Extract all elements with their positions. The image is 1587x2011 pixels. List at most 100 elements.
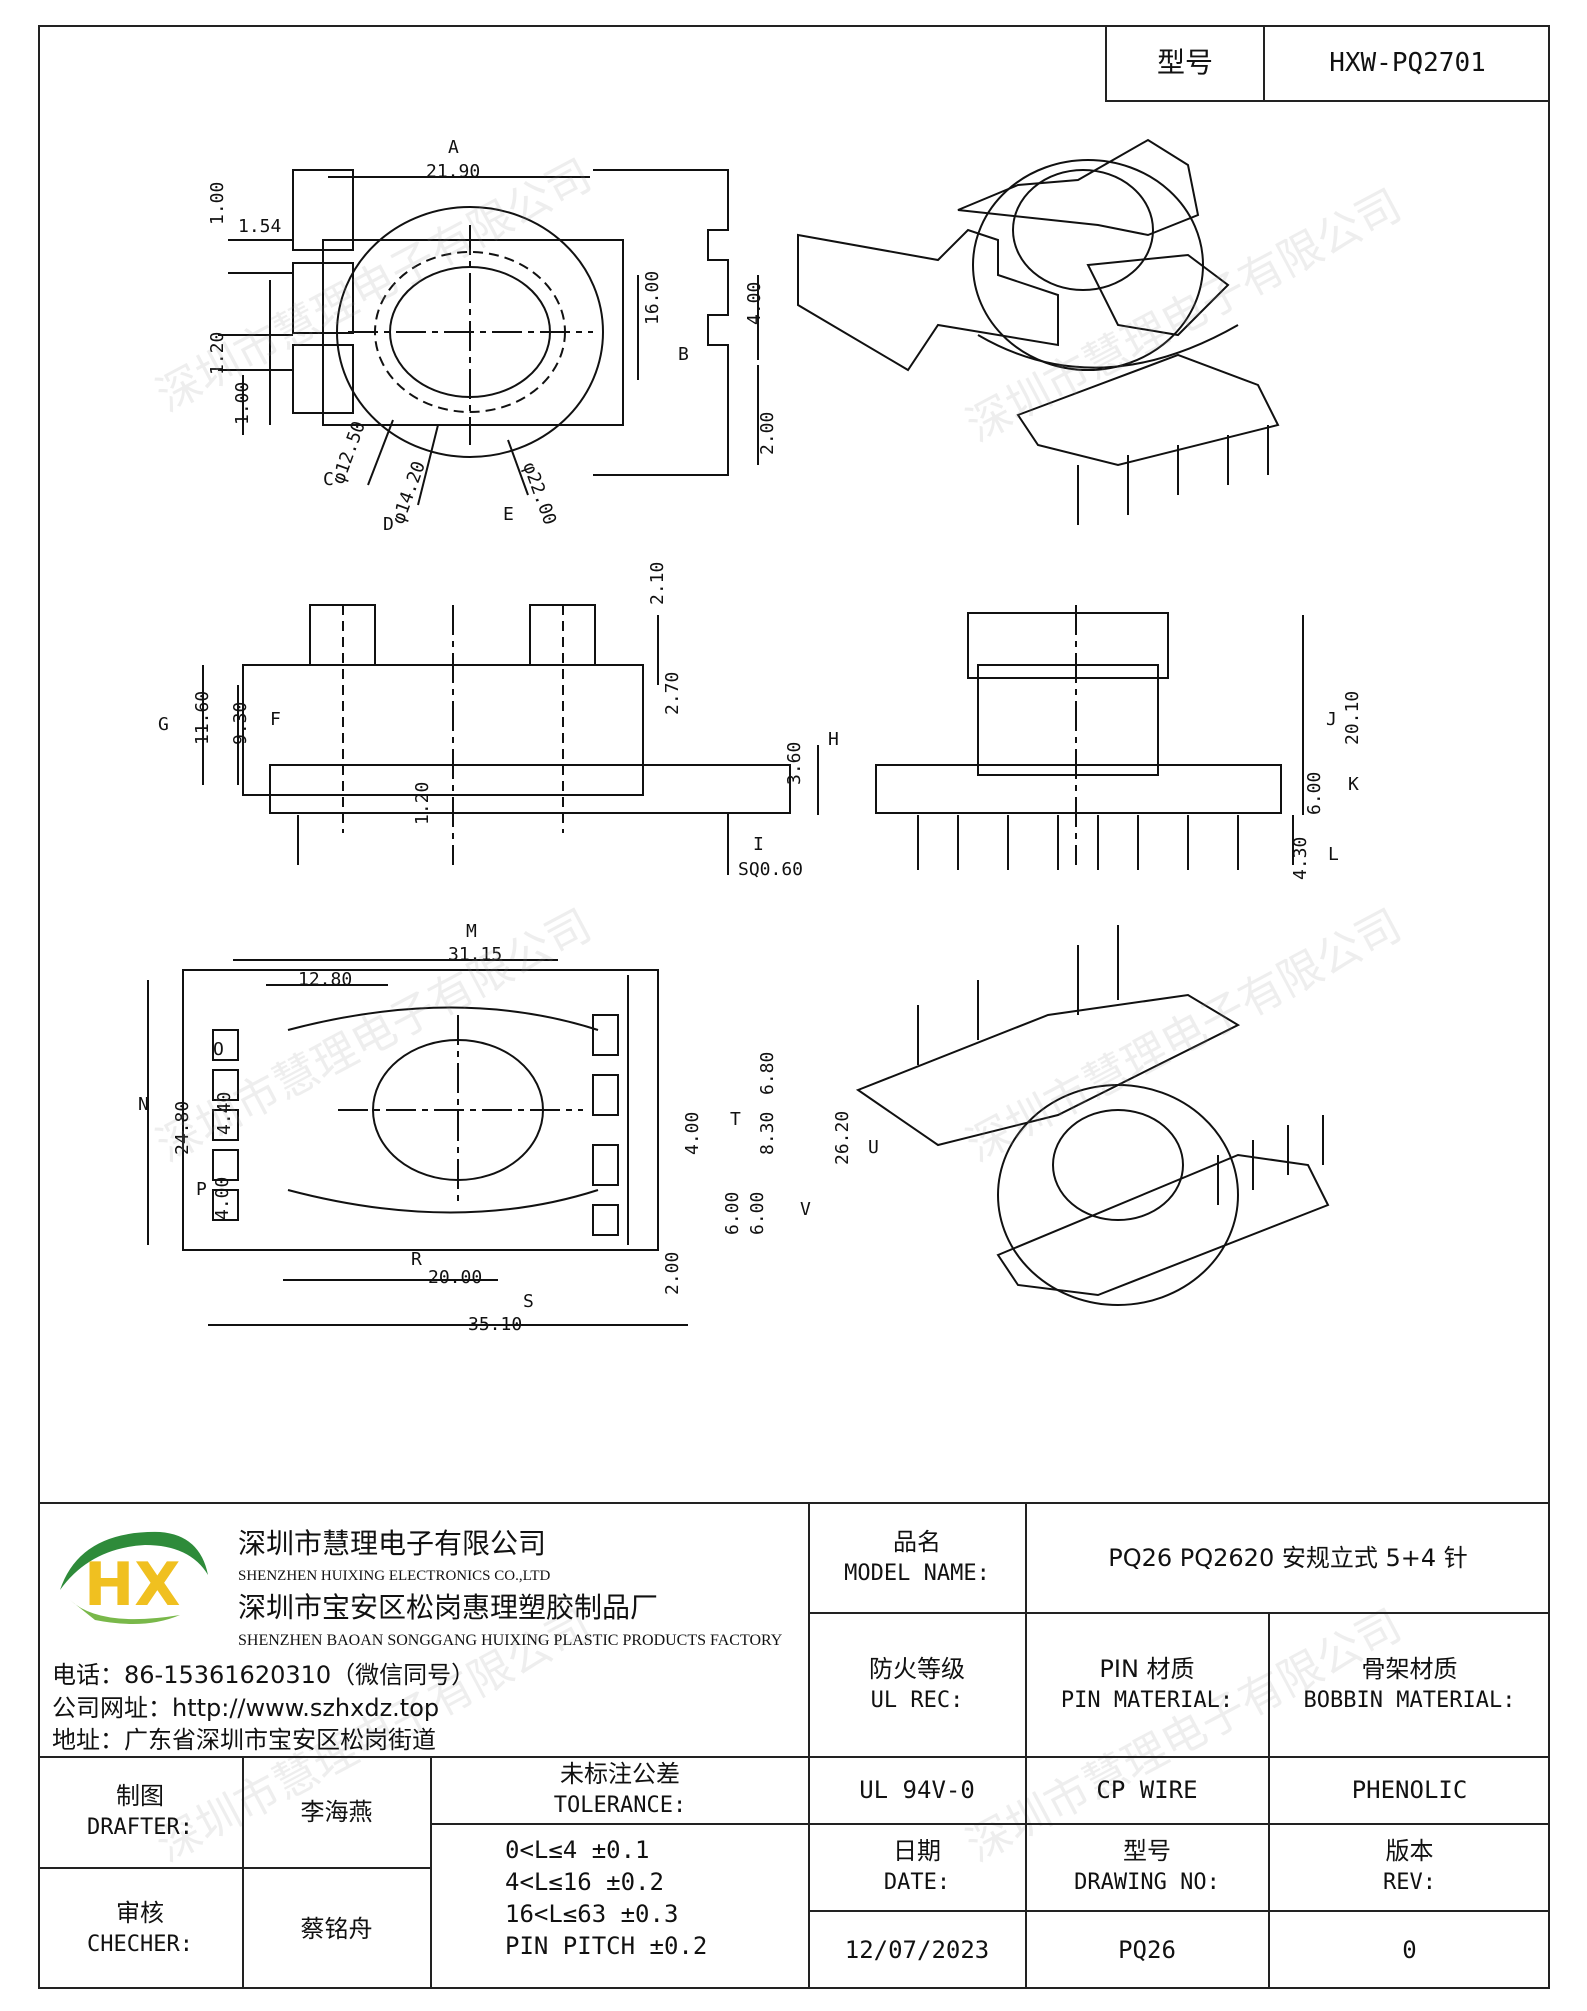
dim-U-label: U (868, 1137, 879, 1158)
rev-label: 版本 REV: (1269, 1824, 1550, 1910)
tolerance-line: 16<L≤63 ±0.3 (505, 1900, 679, 1928)
dim-S-value: 35.10 (468, 1314, 522, 1335)
dim-P-value: 4.00 (212, 1177, 233, 1220)
dim-F-value: 9.30 (230, 702, 251, 745)
tolerance-en: TOLERANCE: (553, 1793, 687, 1818)
factory-name-cn: 深圳市宝安区松岗惠理塑胶制品厂 (238, 1591, 659, 1624)
bobbin-material-en: BOBBIN MATERIAL: (1303, 1687, 1516, 1713)
dim-G-label: G (158, 714, 169, 735)
drafter-value: 李海燕 (300, 1798, 373, 1826)
drawing-frame (38, 25, 1550, 1989)
dim-H-value: 3.60 (784, 742, 805, 785)
dim-J-value: 20.10 (1342, 691, 1363, 745)
bottom-view (147, 959, 688, 1326)
drawing-svg: A 21.90 1.00 1.54 1.20 1.00 B 16.00 4.00… (138, 137, 1363, 1335)
dim-V-label: V (800, 1199, 811, 1220)
dimension-labels: A 21.90 1.00 1.54 1.20 1.00 B 16.00 4.00… (138, 137, 1363, 1335)
technical-drawing: A 21.90 1.00 1.54 1.20 1.00 B 16.00 4.00… (38, 25, 1550, 1503)
pin-material-cn: PIN 材质 (1099, 1654, 1195, 1683)
pin-material-en: PIN MATERIAL: (1060, 1687, 1234, 1713)
dim-L-value: 4.30 (1290, 837, 1311, 880)
checker-value: 蔡铭舟 (300, 1914, 373, 1943)
dim-C-value: φ12.50 (328, 418, 370, 486)
divider (242, 1756, 244, 1989)
dim-B2: 4.00 (744, 282, 765, 325)
dim-L-label: L (1328, 844, 1339, 865)
dim-V1: 6.00 (747, 1192, 768, 1235)
tolerance-values: 0<L≤4 ±0.1 4<L≤16 ±0.2 16<L≤63 ±0.3 PIN … (505, 1834, 805, 1962)
checker-cn: 审核 (116, 1898, 164, 1927)
tolerance-label: 未标注公差 TOLERANCE: (431, 1757, 809, 1823)
dim-D-value: φ14.20 (388, 458, 430, 526)
model-name-label: 品名 MODEL NAME: (809, 1503, 1025, 1612)
dim-K-value: 6.00 (1304, 772, 1325, 815)
drafter-label: 制图 DRAFTER: (38, 1757, 242, 1867)
logo-text: HX (84, 1550, 180, 1620)
dim-R-value: 20.00 (428, 1267, 482, 1288)
divider (1025, 1502, 1027, 1989)
dim-R-label: R (411, 1249, 422, 1270)
title-block-top-line (38, 1502, 1550, 1504)
dim-side-mid: 2.70 (662, 672, 683, 715)
dim-E-label: E (503, 504, 514, 525)
date-cn: 日期 (893, 1837, 941, 1865)
company-name-en: SHENZHEN HUIXING ELECTRONICS CO.,LTD (238, 1568, 551, 1584)
bobbin-material-label: 骨架材质 BOBBIN MATERIAL: (1269, 1613, 1550, 1756)
company-address: 地址：广东省深圳市宝安区松岗街道 (52, 1726, 436, 1754)
drawing-no-en: DRAWING NO: (1074, 1870, 1220, 1895)
dim-N-label: N (138, 1094, 149, 1115)
logo-icon: HX (60, 1531, 208, 1624)
company-name-cn: 深圳市慧理电子有限公司 (238, 1527, 547, 1560)
bottom-right-3d-view (855, 925, 1330, 1306)
tolerance-cn: 未标注公差 (560, 1760, 680, 1788)
dim-I-value: SQ0.60 (738, 859, 803, 880)
tolerance-line: 4<L≤16 ±0.2 (505, 1868, 664, 1896)
dim-T-label: T (730, 1109, 741, 1130)
dim-T3: 4.00 (682, 1112, 703, 1155)
dim-top-d3: 1.20 (207, 332, 228, 375)
dim-top-d2: 1.54 (238, 216, 281, 237)
factory-name-en: SHENZHEN BAOAN SONGGANG HUIXING PLASTIC … (238, 1632, 783, 1649)
tolerance-line: PIN PITCH ±0.2 (505, 1932, 708, 1960)
dim-J-label: J (1326, 709, 1337, 730)
dim-I-label: I (753, 834, 764, 855)
divider (809, 1612, 1550, 1614)
rev-en: REV: (1383, 1870, 1436, 1895)
drafter-cn: 制图 (116, 1782, 164, 1810)
drawing-no-value: PQ26 (1118, 1936, 1176, 1964)
divider (1268, 1612, 1270, 1989)
side-view (202, 604, 819, 875)
dim-M-label: M (466, 921, 477, 942)
divider (38, 1867, 430, 1869)
drafter-en: DRAFTER: (87, 1815, 193, 1840)
dim-A-label: A (448, 137, 459, 158)
drawing-no-cn: 型号 (1123, 1837, 1171, 1865)
dim-B3: 2.00 (757, 412, 778, 455)
model-name-cn: 品名 (893, 1527, 941, 1556)
company-logo: HX (50, 1520, 210, 1630)
model-name-value: PQ26 PQ2620 安规立式 5+4 针 (1108, 1543, 1468, 1572)
front-view (875, 605, 1304, 870)
dim-N-value: 24.80 (172, 1101, 193, 1155)
dim-O-value: 4.40 (214, 1092, 235, 1135)
dim-top-d1: 1.00 (207, 182, 228, 225)
dim-M-value: 31.15 (448, 944, 502, 965)
dim-V2: 6.00 (722, 1192, 743, 1235)
dim-A-value: 21.90 (426, 161, 480, 182)
rev-value: 0 (1402, 1936, 1417, 1964)
divider (809, 1910, 1550, 1912)
date-en: DATE: (883, 1870, 951, 1895)
dim-F-label: F (270, 709, 281, 730)
ul-rec-en: UL REC: (870, 1687, 964, 1713)
divider (430, 1823, 809, 1825)
checker-en: CHECHER: (87, 1931, 193, 1957)
dim-side-top: 2.10 (647, 562, 668, 605)
dim-S-label: S (523, 1291, 534, 1312)
company-phone: 电话：86-15361620310（微信同号） (52, 1661, 476, 1689)
divider (38, 1756, 1550, 1758)
type-label: 型号 (1105, 25, 1263, 102)
dim-E-value: φ22.00 (518, 460, 560, 528)
divider (809, 1823, 1550, 1825)
dim-D-label: D (383, 514, 394, 535)
dim-top-d4: 1.00 (232, 382, 253, 425)
